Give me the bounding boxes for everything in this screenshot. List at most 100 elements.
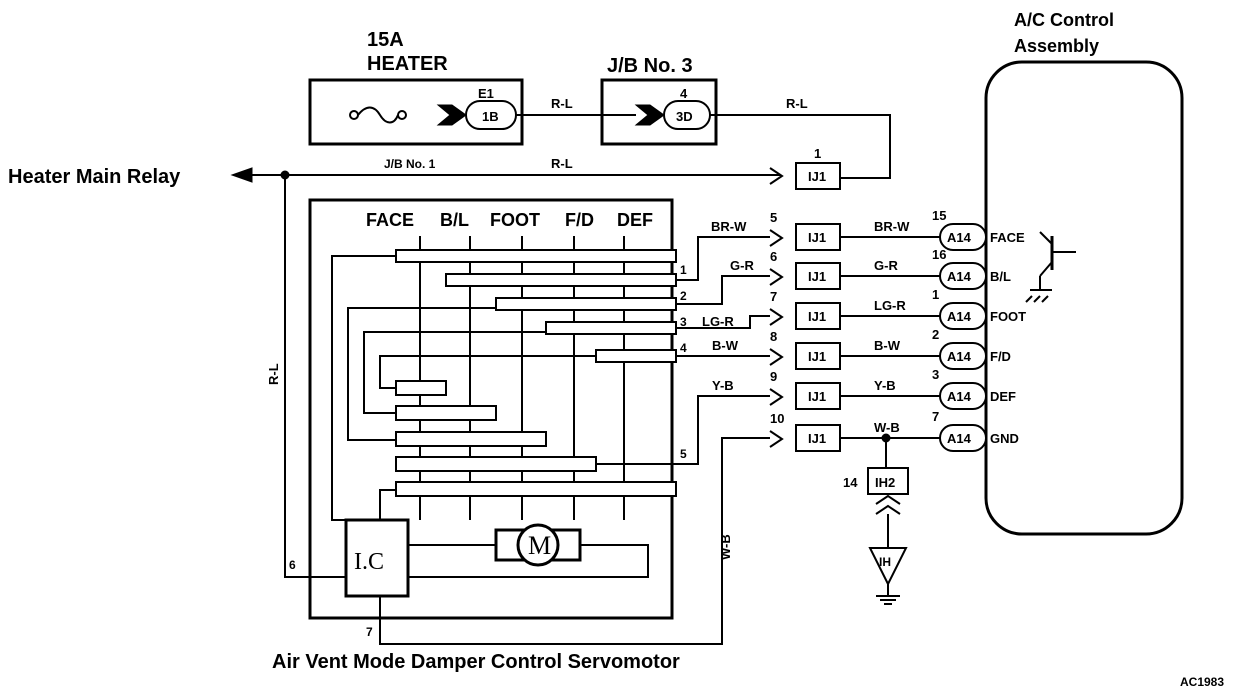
wire-w-b-7 [379,437,770,645]
ij1-pin-number: 10 [770,411,784,426]
motor-symbol [494,523,582,567]
connector-chevron-e1 [436,104,467,126]
connector-a14 [939,424,987,452]
wire-label-y-b-left: Y-B [712,378,734,393]
connector-a14-label: A14 [947,389,972,404]
ac-control-assembly-box [984,60,1184,536]
connector-chevron [769,388,784,406]
servo-pin-7: 7 [366,625,373,639]
function-label: F/D [990,349,1011,364]
ij1-pin-number: 6 [770,249,777,264]
ij1-pin-number: 5 [770,210,777,225]
ij1-pin-number: 8 [770,329,777,344]
wire-label-r-l-1: R-L [551,96,573,111]
a14-pin-number: 15 [932,208,946,223]
header-face: FACE [366,210,414,230]
connector-ij1 [795,262,841,290]
connector-ij1-label: IJ1 [808,269,826,284]
connector-chevron [769,229,784,247]
connector-ij1 [795,342,841,370]
ij1-pin-number: 7 [770,289,777,304]
wire-label-right: B-W [874,338,901,353]
ic-box [344,518,410,598]
connector-ij1-top-label: IJ1 [808,169,826,184]
wire-label-r-l-3: R-L [551,156,573,171]
wire-label-lg-r-left: LG-R [702,314,734,329]
circuit-row: IJ1 8B-W A14 2F/D [769,327,1011,370]
fuse-name: HEATER [367,53,448,75]
connector-1b-label: 1B [482,109,499,124]
wire-label-r-l-2: R-L [786,96,808,111]
transistor-symbol [1025,231,1076,303]
connector-a14-label: A14 [947,431,972,446]
connector-a14 [939,262,987,290]
connector-chevron-ij1-top [769,167,784,185]
connector-3d-label: 3D [676,109,693,124]
wire-label-w-b-vertical: W-B [718,534,733,560]
connector-chevron [769,348,784,366]
connector-a14-label: A14 [947,269,972,284]
wire-label-g-r-left: G-R [730,258,754,273]
connector-a14-label: A14 [947,230,972,245]
a14-pin-number: 16 [932,247,946,262]
header-f-d: F/D [565,210,594,230]
connector-ij1 [795,302,841,330]
connector-ij1-label: IJ1 [808,389,826,404]
connector-ij1-label: IJ1 [808,349,826,364]
connector-ij1-label: IJ1 [808,431,826,446]
arrow-heater-main-relay [230,167,253,183]
servo-pin-3: 3 [680,315,687,329]
fuse-box [308,78,524,146]
ac-title-2: Assembly [1014,36,1099,56]
a14-pin-number: 7 [932,409,939,424]
internal-wiring [331,255,649,578]
jb1-label: J/B No. 1 [384,157,436,171]
function-label: FOOT [990,309,1026,324]
servo-output-wires [596,236,770,465]
connector-chevron [769,308,784,326]
function-label: DEF [990,389,1016,404]
wire-label-right: BR-W [874,219,910,234]
servo-pin-1: 1 [680,263,687,277]
connector-a14 [939,342,987,370]
connector-e1-label: E1 [478,86,494,101]
jb3-label: J/B No. 3 [607,55,693,77]
circuit-rows: IJ15BR-WA1415FACEIJ16G-RA1416B/LIJ17LG-R… [769,208,1026,452]
a14-pin-number: 1 [932,287,939,302]
connector-chevron-3d [634,104,665,126]
connector-a14 [939,302,987,330]
connector-ij1-top-pin: 1 [814,146,821,161]
ij1-pin-number: 9 [770,369,777,384]
connector-a14-label: A14 [947,349,972,364]
heater-main-relay-label: Heater Main Relay [8,166,181,188]
switch-bars [395,249,677,497]
function-label: FACE [990,230,1025,245]
wire-label-r-l-vertical: R-L [266,363,281,385]
connector-ij1-top [795,162,841,190]
wire-label-right: LG-R [874,298,906,313]
connector-ij1-label: IJ1 [808,230,826,245]
servo-pin-5: 5 [680,447,687,461]
function-label: GND [990,431,1019,446]
ic-label: I.C [354,549,384,575]
ground-point-label: IH [879,555,891,569]
servomotor-box [308,198,674,620]
fuse-symbol [349,106,407,124]
wire-label-right: W-B [874,420,900,435]
figure-code: AC1983 [1180,675,1224,689]
a14-pin-number: 2 [932,327,939,342]
connector-4-pin: 4 [680,86,688,101]
servo-pin-6: 6 [289,558,296,572]
wire-label-br-w-left: BR-W [711,219,747,234]
wire-r-l-2 [710,114,891,179]
connector-ij1-label: IJ1 [808,309,826,324]
header-b-l: B/L [440,210,469,230]
header-foot: FOOT [490,210,540,230]
connector-chevron [769,268,784,286]
motor-label: M [528,531,551,560]
connector-a14 [939,382,987,410]
